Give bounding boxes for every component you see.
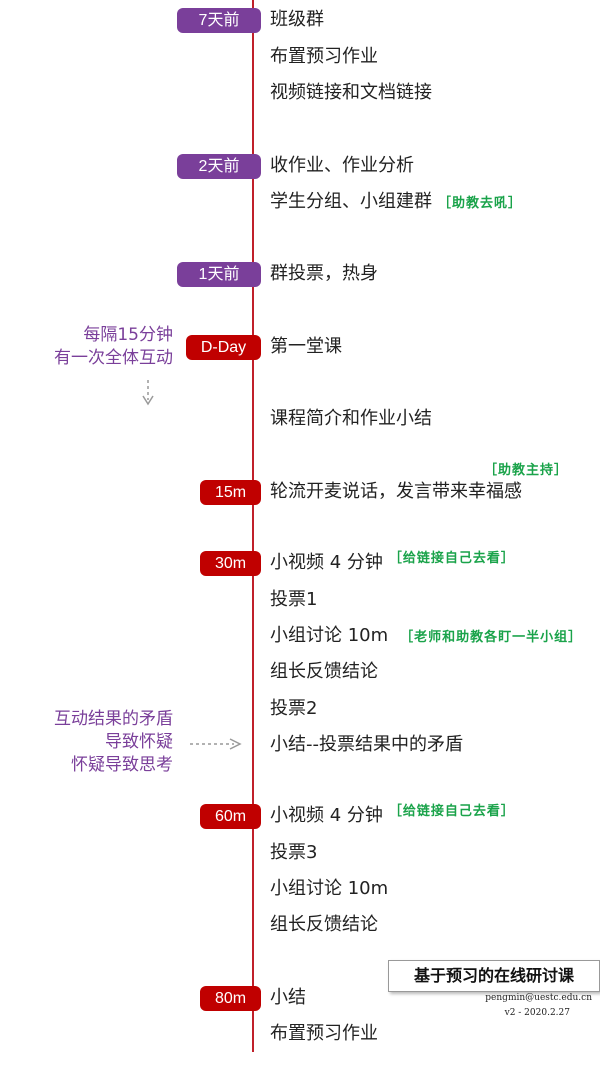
footer-email: pengmin@uestc.edu.cn [485,993,592,1003]
note-link-watch-1: ［给链接自己去看］ [388,551,515,566]
footer-version: v2 - 2020.2.27 [504,1008,570,1018]
note-ta-host: ［助教主持］ [484,463,569,478]
footer-title: 基于预习的在线研讨课 [388,960,600,992]
item-assign-preview: 布置预习作业 [270,46,378,67]
side-note-conflict-line2: 导致怀疑 [105,732,173,752]
item-final-summary: 小结 [270,987,306,1008]
side-note-interval-line1: 每隔15分钟 [83,325,173,345]
item-group-discussion-1-text: 小组讨论 10m [270,625,389,646]
note-link-watch-2: ［给链接自己去看］ [388,804,515,819]
down-arrow-icon [142,380,154,406]
item-first-class: 第一堂课 [270,336,342,357]
badge-15m: 15m [200,480,261,505]
item-take-turns-speaking: 轮流开麦说话，发言带来幸福感 [270,481,522,502]
item-student-groups: 学生分组、小组建群 ［助教去吼］ [270,190,522,216]
item-group-discussion-1: 小组讨论 10m ［老师和助教各盯一半小组］ [270,624,582,650]
side-note-interval-line2: 有一次全体互动 [54,348,173,368]
item-class-group: 班级群 [270,9,324,30]
item-assign-preview-final: 布置预习作业 [270,1023,378,1044]
badge-d-day: D-Day [186,335,261,360]
side-note-interval: 每隔15分钟 有一次全体互动 [54,324,173,370]
side-note-conflict-line1: 互动结果的矛盾 [54,709,173,729]
item-vote-1: 投票1 [270,589,318,610]
right-arrow-icon [190,738,242,750]
timeline-line [252,0,254,1052]
badge-60m: 60m [200,804,261,829]
item-short-video-2-text: 小视频 4 分钟 [270,805,383,826]
item-group-vote-warmup: 群投票，热身 [270,263,378,284]
badge-30m: 30m [200,551,261,576]
note-teacher-ta-watch: ［老师和助教各盯一半小组］ [400,630,583,645]
badge-7-days-before: 7天前 [177,8,261,33]
item-short-video-1: 小视频 4 分钟 ［给链接自己去看］ [270,551,515,577]
item-student-groups-text: 学生分组、小组建群 [270,191,432,212]
item-short-video-1-text: 小视频 4 分钟 [270,552,383,573]
note-ta-shout: ［助教去吼］ [438,196,523,211]
item-group-discussion-2: 小组讨论 10m [270,878,389,899]
badge-80m: 80m [200,986,261,1011]
item-course-intro: 课程简介和作业小结 [270,408,432,429]
side-note-conflict: 互动结果的矛盾 导致怀疑 怀疑导致思考 [54,708,173,777]
item-leader-feedback-2: 组长反馈结论 [270,914,378,935]
item-video-doc-links: 视频链接和文档链接 [270,82,432,103]
item-vote-3: 投票3 [270,842,318,863]
item-short-video-2: 小视频 4 分钟 ［给链接自己去看］ [270,804,515,830]
item-vote-2: 投票2 [270,698,318,719]
item-collect-analyze: 收作业、作业分析 [270,155,414,176]
item-leader-feedback-1: 组长反馈结论 [270,661,378,682]
item-summary-conflict: 小结--投票结果中的矛盾 [270,734,463,755]
badge-1-day-before: 1天前 [177,262,261,287]
badge-2-days-before: 2天前 [177,154,261,179]
side-note-conflict-line3: 怀疑导致思考 [71,755,173,775]
